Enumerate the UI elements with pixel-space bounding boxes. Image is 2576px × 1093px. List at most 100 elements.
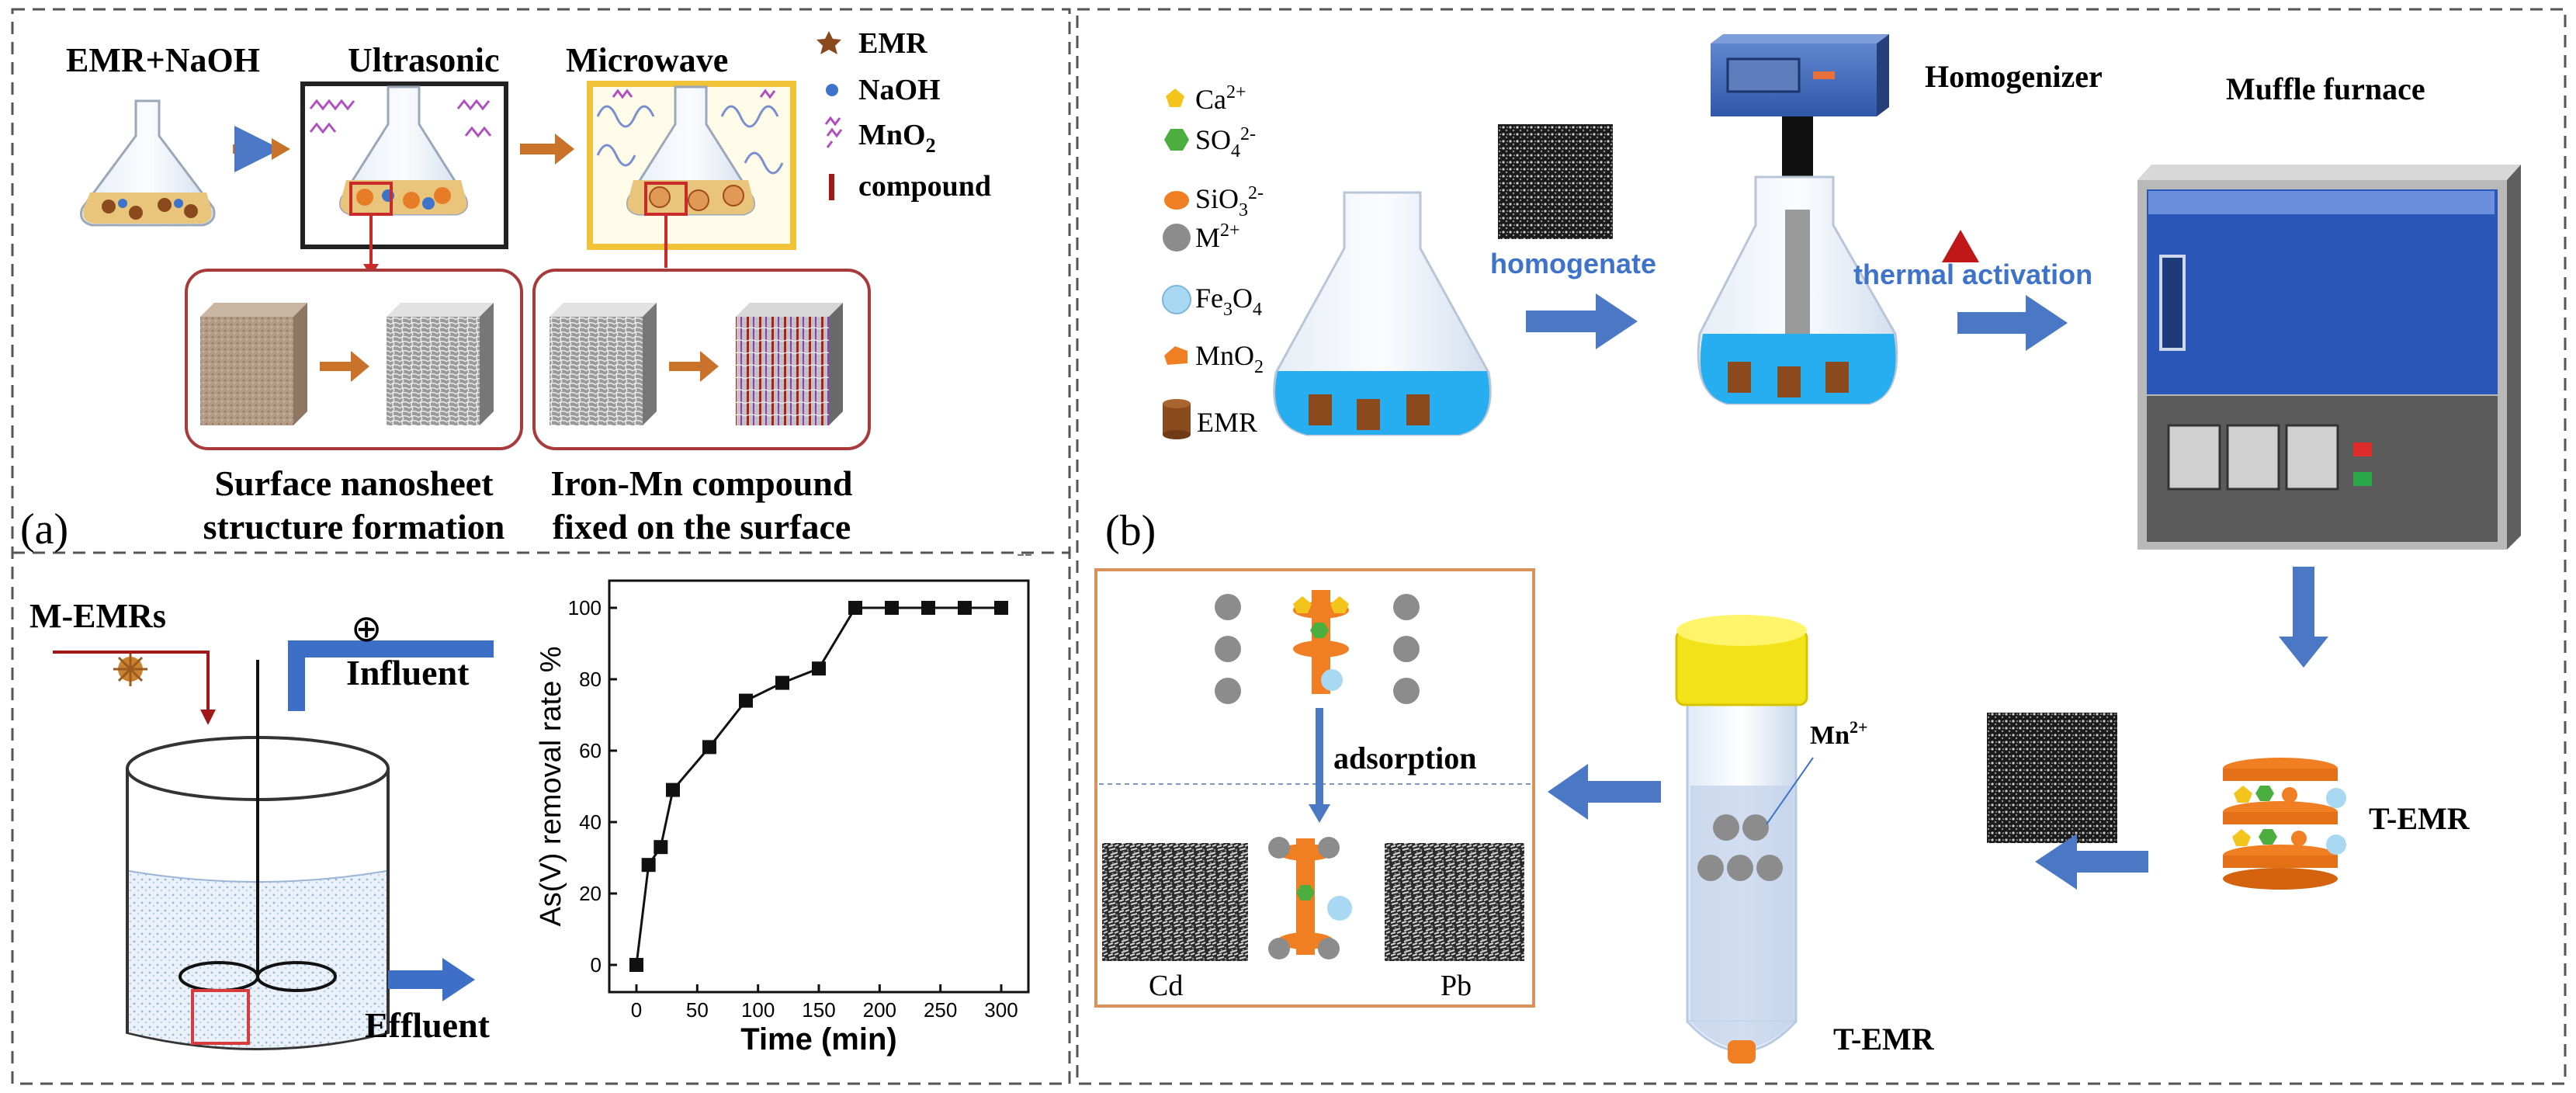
legend-fe3o4-label: Fe3O4 [1195, 283, 1262, 320]
data-point-4 [702, 740, 716, 755]
arrow-thermal [1957, 295, 2068, 351]
furnace-label: Muffle furnace [2226, 71, 2425, 106]
homogenate-label: homogenate [1490, 248, 1656, 279]
data-point-5 [739, 693, 753, 708]
legend-panel-a: EMR NaOH MnO2 compound [816, 27, 991, 203]
input-line [53, 651, 210, 714]
influent-label: Influent [346, 653, 470, 692]
arrow-cube-2 [669, 351, 719, 382]
data-point-12 [994, 601, 1008, 615]
compound-bar-icon [829, 174, 834, 200]
zoom-marker [191, 989, 250, 1045]
legend-compound-label: compound [858, 170, 991, 203]
data-point-0 [629, 958, 643, 972]
arrow-left-temr [2035, 834, 2148, 890]
mno2-pentagon-icon [1164, 346, 1187, 365]
arrow-step-2 [520, 134, 574, 165]
emr-star-icon [816, 31, 841, 54]
t-emr-label-right: T-EMR [2369, 801, 2470, 836]
arrow-homogenate [1526, 293, 1638, 349]
sio3-ellipse-icon [1164, 191, 1189, 210]
pump-icon: ⊕ [351, 609, 382, 650]
sem-image-raw [1498, 124, 1613, 239]
dash-mark: -- [1017, 540, 1032, 566]
stirrer-blade-right [256, 961, 337, 992]
x-tick-label-3: 150 [802, 998, 835, 1022]
ultrasonic-bath [300, 82, 508, 249]
cube-nanosheet-2 [550, 303, 657, 425]
mn-label: Mn2+ [1810, 717, 1868, 750]
t-emr-sandwich [2223, 758, 2346, 890]
x-tick-label-5: 250 [924, 998, 957, 1022]
legend-mno2-label: MnO2 [858, 119, 936, 157]
influent-pipe [288, 640, 494, 711]
naoh-dot-icon [826, 84, 838, 96]
y-tick-label-4: 80 [579, 668, 602, 691]
reactor: M-EMRs ⊕ Influent Effluent [29, 597, 494, 1050]
legend-panel-b: Ca2+ SO42- SiO32- M2+ Fe3O4 MnO2 EMR [1162, 82, 1264, 439]
panel-a-label: (a) [20, 505, 68, 553]
muffle-furnace: Muffle furnace [2137, 71, 2521, 550]
panel-b: Ca2+ SO42- SiO32- M2+ Fe3O4 MnO2 EMR [1094, 34, 2521, 1064]
flask-emr-naoh [80, 99, 216, 227]
homogenizer-label: Homogenizer [1925, 59, 2103, 94]
legend-emr-b-label: EMR [1197, 407, 1257, 438]
heat-triangle-icon [1942, 230, 1979, 262]
tank-wall [126, 769, 390, 1050]
data-point-1 [641, 858, 656, 873]
legend-so4-label: SO42- [1195, 124, 1256, 161]
caption-right-line2: fixed on the surface [553, 507, 851, 546]
panel-b-frame [1076, 8, 2567, 1085]
mno2-squiggle-icon [824, 116, 843, 148]
data-point-10 [921, 601, 935, 615]
data-point-8 [848, 601, 862, 615]
m-circle-icon [1163, 224, 1191, 252]
homogenizer [1697, 34, 1898, 405]
x-tick-label-1: 50 [686, 998, 709, 1022]
adsorbent-structure-bottom [1268, 837, 1352, 959]
legend-sio3-label: SiO32- [1195, 183, 1264, 220]
adsorption-label: adsorption [1333, 741, 1477, 776]
cube-raw [200, 303, 307, 425]
legend-ca-label: Ca2+ [1195, 82, 1246, 115]
arrow-cube-1 [320, 351, 369, 382]
data-point-9 [885, 601, 899, 615]
thermal-activation-label: thermal activation [1853, 259, 2092, 290]
fe3o4-sphere-icon [1162, 285, 1191, 314]
y-axis-label: As(V) removal rate % [535, 646, 567, 926]
y-tick-label-1: 20 [579, 882, 602, 905]
data-point-11 [958, 601, 972, 615]
arrow-left-tube [1548, 764, 1661, 820]
flask-homogenate [1273, 191, 1492, 436]
panel-a-frame [11, 8, 1071, 1085]
t-emr-label-tube: T-EMR [1833, 1022, 1935, 1057]
pb-label: Pb [1441, 970, 1472, 1002]
y-tick-label-5: 100 [568, 596, 602, 619]
adsorbent-structure-top [1293, 590, 1349, 694]
y-tick-label-2: 40 [579, 810, 602, 834]
data-point-2 [654, 840, 668, 855]
legend-emr-label: EMR [858, 27, 927, 60]
cube-nanosheet [387, 303, 494, 425]
sem-image-pb [1385, 843, 1524, 961]
effluent-label: Effluent [365, 1005, 491, 1045]
data-point-3 [666, 782, 680, 797]
adsorption-box: adsorption Cd Pb [1094, 568, 1535, 1008]
legend-naoh-label: NaOH [858, 74, 941, 106]
ca-pentagon-icon [1166, 88, 1184, 107]
microwave-oven [587, 81, 796, 250]
legend-mno2b-label: MnO2 [1195, 340, 1264, 377]
step-label-emr-naoh: EMR+NaOH [66, 41, 260, 79]
x-tick-label-4: 200 [863, 998, 896, 1022]
x-tick-label-6: 300 [984, 998, 1018, 1022]
data-point-6 [775, 675, 789, 690]
x-tick-label-2: 100 [741, 998, 775, 1022]
input-label: M-EMRs [29, 597, 166, 635]
cd-label: Cd [1149, 970, 1183, 1002]
emr-particle-icon [113, 652, 147, 686]
caption-right-line1: Iron-Mn compound [551, 463, 853, 503]
sem-image-temr [1987, 713, 2117, 843]
y-tick-label-3: 60 [579, 739, 602, 762]
